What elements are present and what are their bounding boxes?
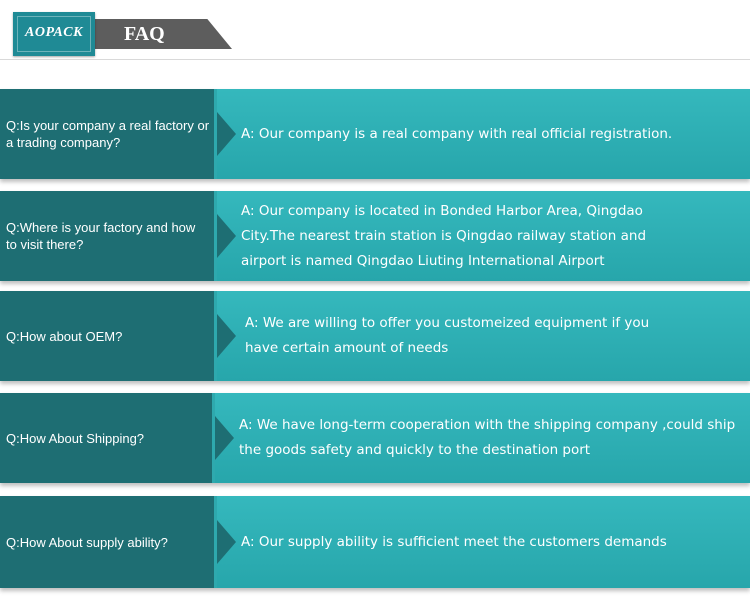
answer-text: A: Our supply ability is sufficient meet…	[241, 533, 667, 550]
faq-answer: A: Our company is located in Bonded Harb…	[217, 191, 750, 281]
faq-question: Q:Where is your factory and how to visit…	[0, 191, 236, 281]
question-text: Q:How About supply ability?	[6, 534, 168, 550]
question-text: Q:How about OEM?	[6, 328, 123, 344]
faq-answer: A: Our company is a real company with re…	[217, 89, 750, 179]
answer-text: A: Our company is located in Bonded Harb…	[241, 202, 647, 269]
divider	[0, 59, 750, 60]
logo: AOPACK	[13, 12, 95, 56]
header-banner: AOPACK FAQ	[0, 10, 232, 56]
page-title: FAQ	[124, 23, 165, 45]
title-ribbon	[95, 19, 232, 49]
faq-question: Q:Is your company a real factory or a tr…	[0, 89, 236, 179]
faq-question: Q:How about OEM?	[0, 291, 236, 381]
faq-row: Q:Where is your factory and how to visit…	[0, 191, 750, 281]
faq-question: Q:How About Shipping?	[0, 393, 234, 483]
faq-row: Q:How About Shipping? A: We have long-te…	[0, 393, 750, 483]
faq-row: Q:How About supply ability? A: Our suppl…	[0, 496, 750, 588]
faq-row: Q:Is your company a real factory or a tr…	[0, 89, 750, 179]
logo-text: AOPACK	[25, 25, 83, 40]
question-text: Q:How About Shipping?	[6, 430, 145, 446]
faq-row: Q:How about OEM? A: We are willing to of…	[0, 291, 750, 381]
faq-answer: A: We are willing to offer you customeiz…	[217, 291, 750, 381]
answer-text: A: We have long-term cooperation with th…	[239, 417, 736, 458]
question-text: Q:Is your company a real factory or a tr…	[6, 118, 210, 150]
faq-question: Q:How About supply ability?	[0, 496, 236, 588]
question-text: Q:Where is your factory and how to visit…	[6, 220, 196, 252]
faq-answer: A: Our supply ability is sufficient meet…	[217, 496, 750, 588]
answer-text: A: Our company is a real company with re…	[241, 125, 673, 142]
faq-answer: A: We have long-term cooperation with th…	[215, 393, 750, 483]
answer-text: A: We are willing to offer you customeiz…	[245, 315, 650, 356]
